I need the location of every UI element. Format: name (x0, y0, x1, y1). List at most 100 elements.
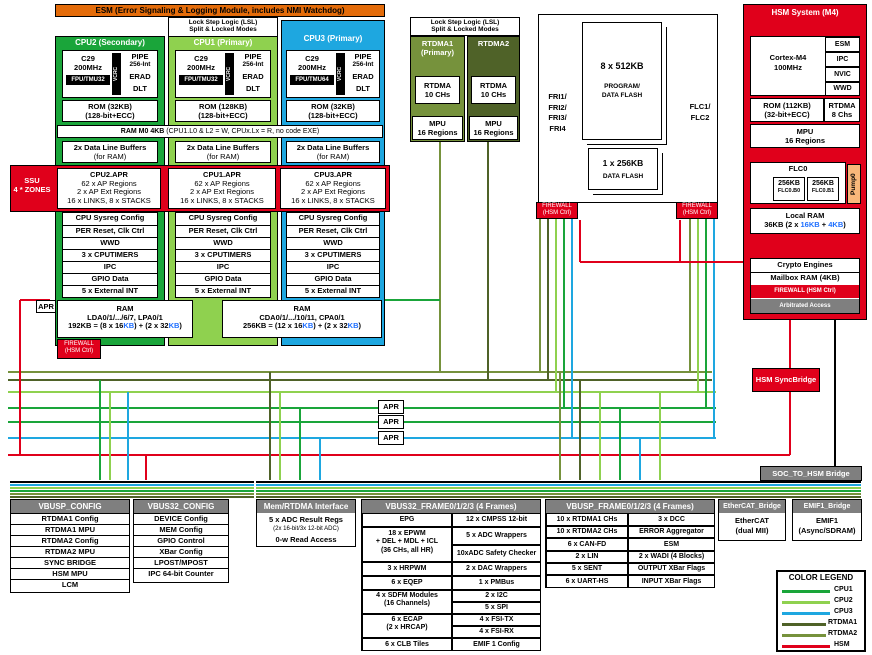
ram-right: RAM CDA0/1/.../10/11, CPA0/1 256KB = (12… (222, 300, 382, 338)
firewall-fri: FIREWALL(HSM Ctrl) (536, 202, 578, 219)
cpu3-apr-l2: 2 x AP Ext Regions (300, 187, 366, 197)
cpu1-rom: ROM (128KB)(128-bit+ECC) (175, 100, 271, 122)
lsl-rtdma-l2: Split & Locked Modes (431, 26, 499, 34)
apr-mid-2: APR (378, 415, 404, 429)
cpu3-pipe-int: 256-Int (352, 61, 374, 68)
v32-l2: + DEL + MDL + ICL (375, 538, 439, 546)
cpu2-rom-size: ROM (32KB) (88, 102, 132, 111)
ram-right-l2: 256KB = (12 x 16KB) + (2 x 32KB) (223, 321, 381, 331)
cpu3-sys-6: 5 x External INT (287, 285, 379, 295)
v32-l1: 18 x EPWM (388, 530, 426, 537)
vp-r2: ESM (628, 538, 715, 551)
rtdma1-mpu-l1: MPU (429, 119, 446, 128)
v32-l8: 6 x ECAP (391, 616, 423, 623)
lsl-cpu-line1: Lock Step Logic (LSL) (188, 19, 258, 26)
hsm-ipc: IPC (825, 52, 860, 67)
cpu2-data-line-buffers: 2x Data Line Buffers(for RAM) (62, 141, 158, 163)
emif1-l1: EMIF1 (815, 516, 839, 525)
cpu1-core-freq: 200MHz (187, 63, 215, 72)
cpu2-apr-l1: 62 x AP Regions (81, 178, 137, 188)
cpu1-sys-0: CPU Sysreg Config (176, 213, 270, 222)
vp-r4: OUTPUT XBar Flags (628, 563, 715, 575)
rtdma2-e2: 10 CHs (480, 89, 507, 99)
cpu2-core: C29 200MHz FPU/TMU32 VCRC PIPE 256-Int E… (62, 50, 158, 98)
cpu3-apr-l1: 62 x AP Regions (305, 178, 361, 188)
hsm-core-freq: 100MHz (774, 63, 802, 72)
cpu2-vcrc: VCRC (112, 53, 121, 95)
cpu1-fpu: FPU/TMU32 (179, 75, 223, 85)
dlb2-l1: 2x Data Line Buffers (73, 143, 147, 152)
rtdma2-mpu-l2: 16 Regions (473, 127, 514, 137)
soc-to-hsm-bridge: SOC_TO_HSM Bridge (760, 466, 862, 481)
dlb1-l2: (for RAM) (206, 151, 240, 161)
dlb3-l2: (for RAM) (316, 151, 350, 161)
dlb2-l2: (for RAM) (93, 151, 127, 161)
ram-right-kb1: KB (302, 321, 314, 331)
cpu2-sys-6: 5 x External INT (63, 285, 157, 295)
hsm-crypto-box: Crypto Engines Mailbox RAM (4KB) FIREWAL… (750, 258, 860, 314)
vp-l3: 2 x LIN (546, 551, 628, 563)
ram-right-l2a: 256KB = (12 x 16 (242, 321, 303, 331)
rtdma1-mpu-l2: 16 Regions (417, 127, 458, 137)
ram-right-l1: CDA0/1/.../10/11, CPA0/1 (259, 312, 345, 322)
cpu1-apr-l2: 2 x AP Ext Regions (189, 187, 255, 197)
hsm-rom: ROM (112KB)(32-bit+ECC) (750, 98, 824, 122)
v32-r7: 4 x FSI-TX (452, 614, 541, 626)
rtdma1-e1: RTDMA (423, 81, 452, 90)
hsm-rtdma-l1: RTDMA (828, 101, 856, 110)
mem-rtdma-l3: 0-w Read Access (275, 535, 337, 544)
legend-label-1: CPU2 (834, 597, 853, 604)
cpu2-fpu: FPU/TMU32 (66, 75, 110, 85)
fw-flc-l1: FIREWALL (682, 203, 712, 209)
ram-m0: RAM M0 4KB (CPU1.L0 & L2 = W, CPUx.Lx = … (57, 125, 383, 138)
ram-left-kb1: KB (123, 321, 135, 331)
legend-label-0: CPU1 (834, 586, 853, 593)
cpu1-rom-size: ROM (128KB) (199, 102, 247, 111)
lsl-cpu-box: Lock Step Logic (LSL) Split & Locked Mod… (168, 17, 278, 37)
fri-0: FRI1/ (548, 92, 567, 101)
fw-fri-l2: (HSM Ctrl) (542, 209, 572, 216)
vbusp-config-0: RTDMA1 Config (11, 513, 129, 523)
legend-label-3: RTDMA1 (828, 619, 858, 626)
cpu3-dlt: DLT (355, 84, 371, 93)
hsm-flc0-b1-size: 256KB (812, 180, 834, 187)
vp-r1: ERROR Aggregator (628, 526, 715, 538)
v32-l9: (2 x HRCAP) (386, 624, 428, 632)
vbusp-config-2: RTDMA2 Config (11, 535, 129, 545)
ram-left-l1: LDA0/1/.../6/7, LPA0/1 (87, 312, 163, 322)
emif1-bridge: EMIF1_Bridge EMIF1 (Async/SDRAM) (792, 499, 862, 541)
cpu3-sys-3: 3 x CPUTIMERS (287, 249, 379, 259)
hsm-lram-c: ) (843, 219, 846, 229)
ram-right-l2c: ) (358, 321, 362, 331)
vbusp-config-title: VBUSP_CONFIG (11, 500, 129, 513)
vbusp-config-1: RTDMA1 MPU (11, 524, 129, 534)
hsm-nvic: NVIC (825, 67, 860, 82)
vbus32-frame-title: VBUS32_FRAME0/1/2/3 (4 Frames) (362, 500, 540, 513)
emif1-l2: (Async/SDRAM) (798, 526, 856, 535)
hsm-mpu-l1: MPU (796, 127, 814, 136)
ram-left-l2a: 192KB = (8 x 16 (68, 321, 124, 331)
fw-flc-l2: (HSM Ctrl) (682, 209, 712, 216)
cpu3-title: CPU3 (Primary) (303, 34, 363, 43)
cpu2-erad: ERAD (129, 72, 151, 81)
v32-l7: (16 Channels) (384, 600, 430, 608)
dlb3-l1: 2x Data Line Buffers (296, 143, 370, 152)
cpu1-sys-4: IPC (176, 261, 270, 271)
cpu1-apr-l3: 16 x LINKS, 8 x STACKS (180, 195, 264, 205)
vp-l4: 5 x SENT (546, 563, 628, 575)
vbusp-config-6: LCM (11, 579, 129, 589)
v32-l4: 3 x HRPWM (362, 562, 452, 576)
color-legend: COLOR LEGEND CPU1 CPU2 CPU3 RTDMA1 RTDMA… (776, 570, 866, 652)
vbusp-config-5: HSM MPU (11, 568, 129, 578)
vp-r5: INPUT XBar Flags (628, 575, 715, 588)
hsm-mpu-l2: 16 Regions (784, 135, 825, 145)
cpu3-pipe: PIPE (354, 52, 372, 61)
ram-m0-note: (CPU1.L0 & L2 = W, CPUx.Lx = R, no code … (166, 128, 320, 135)
cpu2-sys-1: PER Reset, Clk Ctrl (63, 225, 157, 235)
data-flash-size: 1 x 256KB (602, 158, 644, 168)
ram-right-title: RAM (293, 304, 311, 313)
ram-left-title: RAM (116, 304, 134, 313)
